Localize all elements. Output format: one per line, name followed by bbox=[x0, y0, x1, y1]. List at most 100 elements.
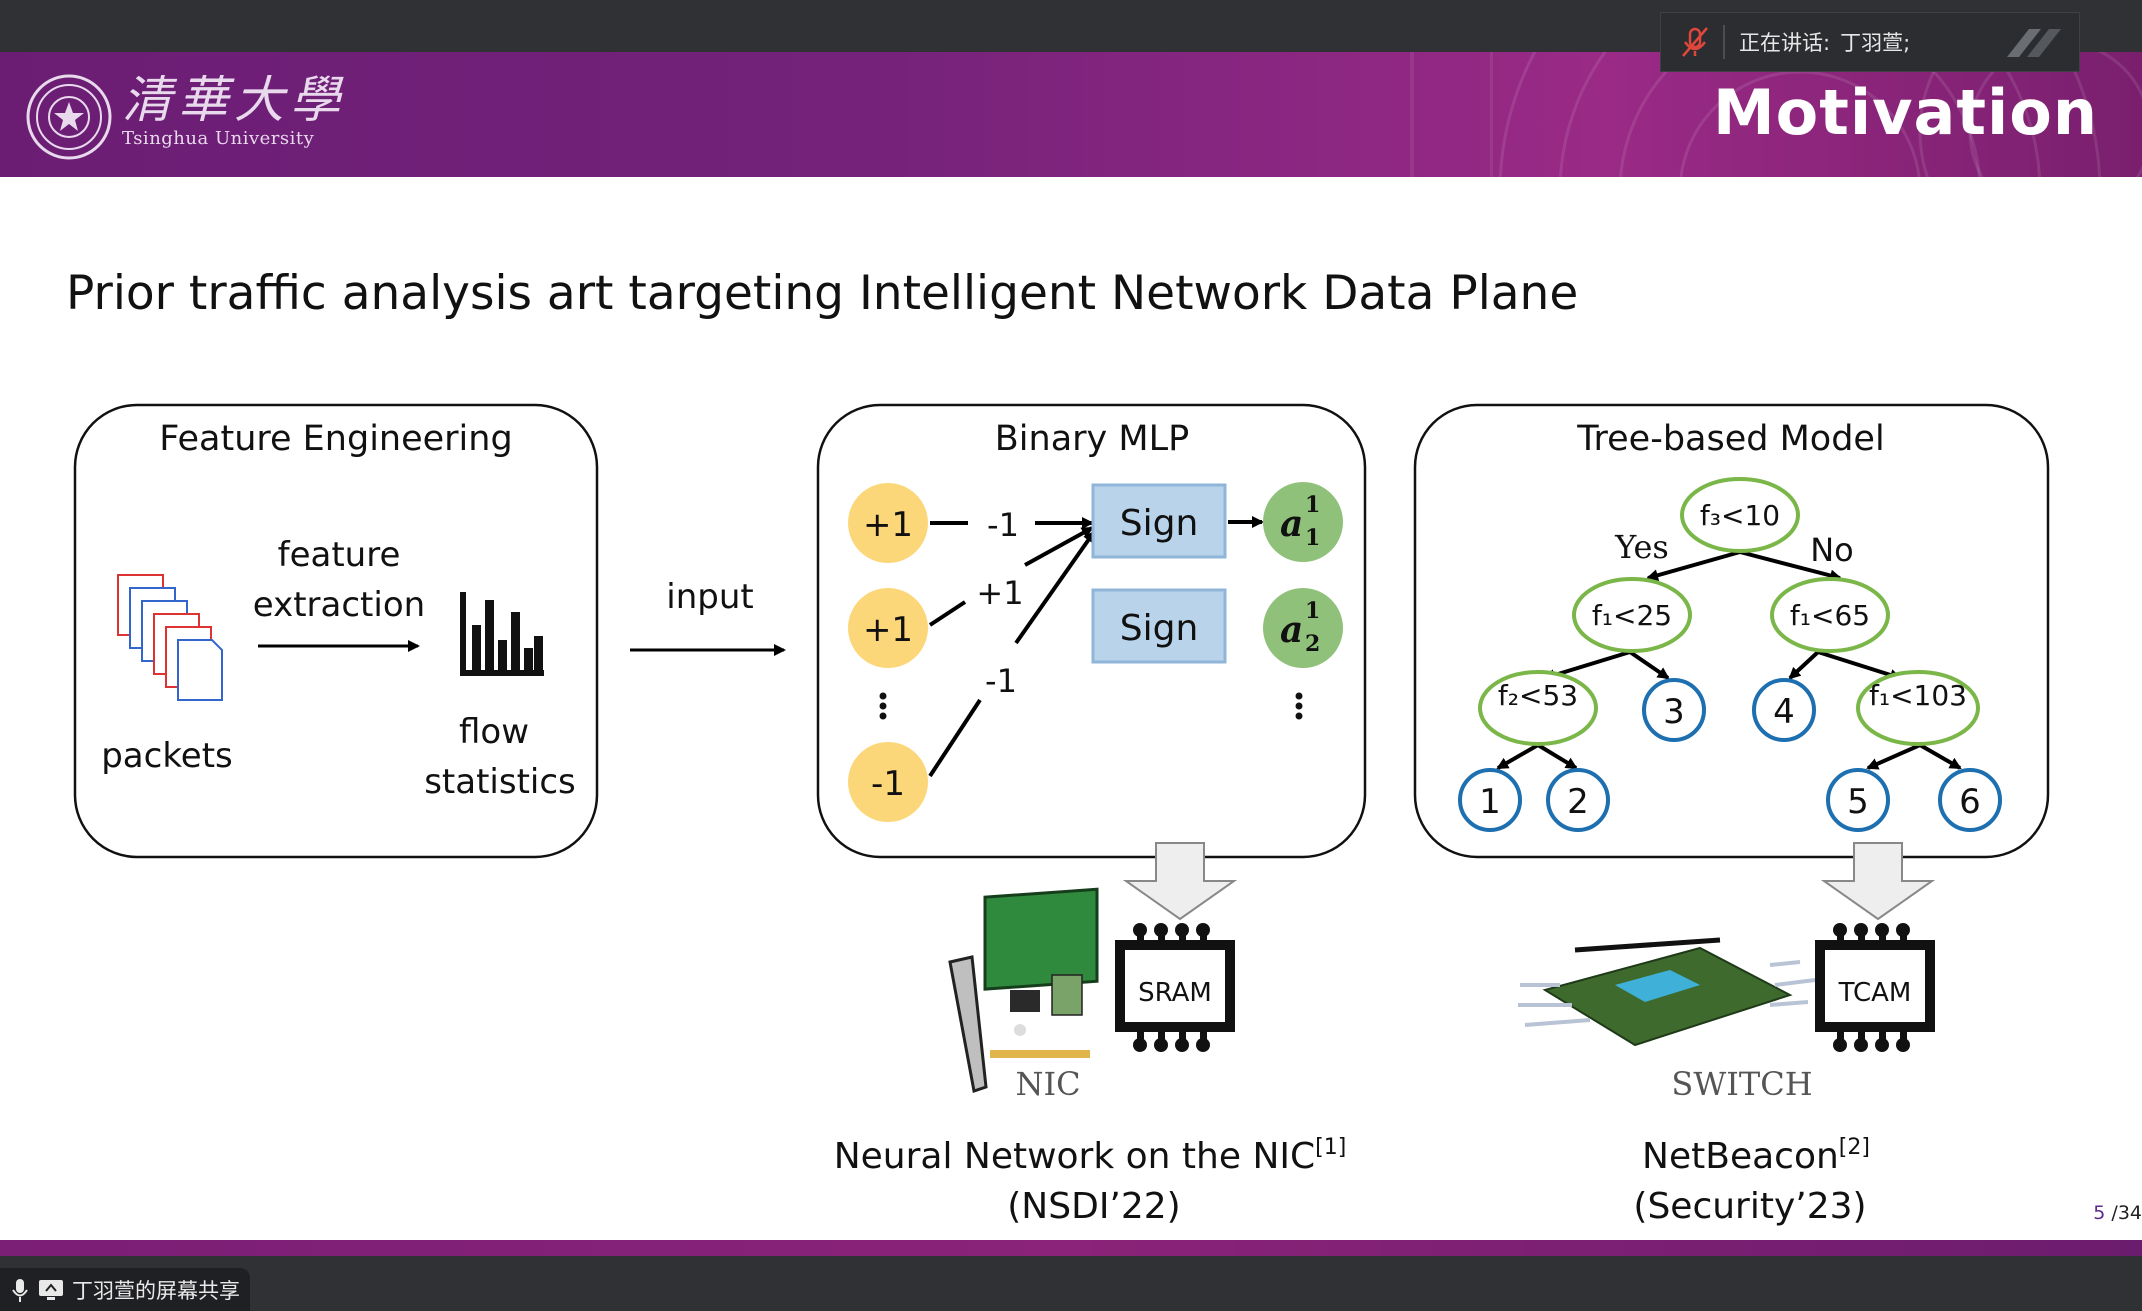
screen-share-icon bbox=[39, 1279, 63, 1300]
mlp-output-node: a 1 1 bbox=[1263, 482, 1343, 562]
university-name-cn: 清華大學 bbox=[122, 71, 346, 129]
tree-leaf-node: 4 bbox=[1752, 678, 1816, 742]
packets-icon bbox=[117, 574, 223, 701]
svg-text:4: 4 bbox=[1773, 692, 1795, 732]
feature-engineering-panel bbox=[73, 403, 599, 859]
feature-engineering-title: Feature Engineering bbox=[159, 419, 512, 459]
feature-extraction-label-2: extraction bbox=[253, 585, 425, 625]
reference-left: Neural Network on the NIC[1] (NSDI’22) bbox=[834, 1135, 1347, 1227]
svg-text:2: 2 bbox=[1567, 782, 1589, 822]
svg-text:f₂<53: f₂<53 bbox=[1498, 679, 1578, 712]
nic-label: NIC bbox=[1015, 1065, 1080, 1103]
tree-decision-node: f₁<65 bbox=[1770, 577, 1890, 653]
svg-text:1: 1 bbox=[1479, 782, 1501, 822]
svg-text:f₃<10: f₃<10 bbox=[1700, 499, 1780, 532]
university-name: 清華大學 Tsinghua University bbox=[122, 72, 346, 149]
mlp-edge bbox=[928, 600, 967, 627]
university-name-en: Tsinghua University bbox=[122, 128, 315, 149]
page-total: /34 bbox=[2111, 1202, 2142, 1224]
section-title: Motivation bbox=[1712, 76, 2098, 149]
mlp-weight-label: -1 bbox=[987, 506, 1019, 544]
svg-text:Sign: Sign bbox=[1120, 503, 1199, 544]
muted-mic-icon bbox=[1682, 27, 1708, 57]
mlp-edge bbox=[928, 698, 982, 778]
feature-extraction-label-1: feature bbox=[278, 535, 401, 575]
tree-model-title: Tree-based Model bbox=[1576, 419, 1884, 459]
mic-icon bbox=[12, 1278, 28, 1302]
tsinghua-seal-logo bbox=[26, 74, 112, 160]
slide-title: Prior traffic analysis art targeting Int… bbox=[66, 266, 1579, 321]
svg-text:1: 1 bbox=[1305, 598, 1320, 624]
svg-text:(NSDI’22): (NSDI’22) bbox=[1007, 1186, 1180, 1227]
speaker-indicator: 正在讲话: 丁羽萱; bbox=[1660, 12, 2080, 72]
tree-leaf-node: 1 bbox=[1458, 768, 1522, 832]
svg-text:NetBeacon[2]: NetBeacon[2] bbox=[1642, 1135, 1870, 1177]
tcam-chip-icon bbox=[1815, 923, 1935, 1052]
tree-decision-node: f₂<53 bbox=[1478, 670, 1598, 746]
reference-right: NetBeacon[2] (Security’23) bbox=[1633, 1135, 1870, 1227]
tree-leaf-node: 5 bbox=[1826, 768, 1890, 832]
sram-label: SRAM bbox=[1138, 978, 1212, 1008]
mlp-weight-label: +1 bbox=[976, 574, 1023, 612]
down-arrow-icon bbox=[1122, 842, 1238, 921]
svg-text:2: 2 bbox=[1305, 631, 1320, 657]
meeting-app-logo-icon bbox=[2007, 29, 2061, 57]
banner-decoration bbox=[1410, 52, 2142, 177]
sign-box: Sign bbox=[1091, 483, 1227, 559]
svg-text:f₁<103: f₁<103 bbox=[1869, 679, 1967, 712]
tree-decision-node: f₃<10 bbox=[1680, 477, 1800, 553]
mlp-edge bbox=[1024, 526, 1094, 567]
input-label: input bbox=[666, 577, 753, 617]
tree-leaf-node: 6 bbox=[1938, 768, 2002, 832]
bar-chart-icon bbox=[460, 592, 544, 676]
tree-decision-node: f₁<25 bbox=[1572, 577, 1692, 653]
separator bbox=[1723, 25, 1725, 59]
page-number: 5 /34 bbox=[2093, 1202, 2142, 1224]
mlp-edge bbox=[1014, 530, 1096, 645]
mlp-weight-label: -1 bbox=[985, 662, 1017, 700]
meeting-bottom-bar bbox=[0, 1256, 2142, 1311]
packets-label: packets bbox=[101, 736, 233, 776]
mlp-ellipsis bbox=[879, 692, 887, 720]
speaking-label: 正在讲话: bbox=[1739, 31, 1831, 55]
svg-text:5: 5 bbox=[1847, 782, 1869, 822]
sram-chip-icon bbox=[1115, 923, 1235, 1052]
mlp-input-node: +1 bbox=[848, 483, 928, 563]
switch-label: SWITCH bbox=[1671, 1065, 1812, 1103]
mlp-output-node: a 1 2 bbox=[1263, 588, 1343, 668]
svg-text:Sign: Sign bbox=[1120, 608, 1199, 649]
page-current: 5 bbox=[2093, 1202, 2106, 1224]
svg-text:f₁<25: f₁<25 bbox=[1592, 599, 1672, 632]
svg-text:f₁<65: f₁<65 bbox=[1790, 599, 1870, 632]
mlp-ellipsis bbox=[1295, 692, 1303, 720]
switch-chip-icon bbox=[1518, 937, 1816, 1047]
svg-text:a: a bbox=[1280, 503, 1303, 545]
svg-text:1: 1 bbox=[1305, 492, 1320, 518]
speaking-name: 丁羽萱; bbox=[1840, 31, 1911, 55]
binary-mlp-title: Binary MLP bbox=[995, 419, 1189, 459]
svg-text:3: 3 bbox=[1663, 692, 1685, 732]
flow-label: flow bbox=[459, 712, 529, 752]
screen-share-label: 丁羽萱的屏幕共享 bbox=[72, 1278, 240, 1303]
nic-card-icon bbox=[948, 887, 1099, 1093]
slide-footer-line bbox=[0, 1240, 2142, 1256]
slide-banner: 清華大學 Tsinghua University Motivation bbox=[0, 52, 2142, 177]
tree-model-panel bbox=[1413, 403, 2050, 859]
screen-share-indicator[interactable]: 丁羽萱的屏幕共享 bbox=[0, 1268, 250, 1311]
statistics-label: statistics bbox=[424, 762, 576, 802]
svg-text:1: 1 bbox=[1305, 525, 1320, 551]
tree-decision-node: f₁<103 bbox=[1856, 670, 1980, 746]
tree-leaf-node: 3 bbox=[1642, 678, 1706, 742]
svg-text:(Security’23): (Security’23) bbox=[1633, 1186, 1866, 1227]
svg-text:+1: +1 bbox=[863, 505, 913, 545]
svg-text:6: 6 bbox=[1959, 782, 1981, 822]
mlp-input-node: -1 bbox=[848, 742, 928, 822]
tree-no-label: No bbox=[1810, 531, 1854, 569]
down-arrow-icon bbox=[1820, 842, 1936, 921]
sign-box: Sign bbox=[1091, 588, 1227, 664]
tcam-label: TCAM bbox=[1838, 978, 1912, 1008]
svg-text:+1: +1 bbox=[863, 610, 913, 650]
tree-yes-label: Yes bbox=[1614, 528, 1669, 566]
mlp-input-node: +1 bbox=[848, 588, 928, 668]
